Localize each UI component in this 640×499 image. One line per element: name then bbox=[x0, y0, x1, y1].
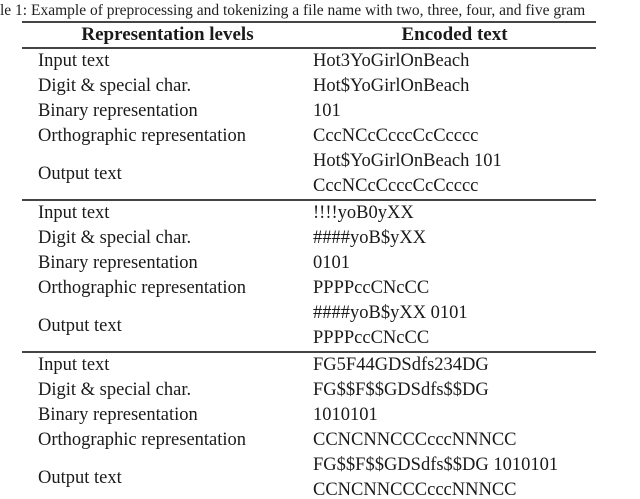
row-value: ####yoB$yXX bbox=[313, 226, 596, 251]
table-row: Digit & special char. Hot$YoGirlOnBeach bbox=[22, 74, 596, 99]
table-section-2: Input text !!!!yoB0yXX Digit & special c… bbox=[22, 201, 596, 351]
row-label: Orthographic representation bbox=[38, 278, 247, 298]
table-section-3: Input text FG5F44GDSdfs234DG Digit & spe… bbox=[22, 353, 596, 499]
table-row: Orthographic representation CCNCNNCCCccc… bbox=[22, 428, 596, 453]
row-value: 1010101 bbox=[313, 403, 596, 428]
table-header-rule bbox=[22, 47, 596, 49]
value-line: PPPPccCNcCC bbox=[313, 328, 430, 348]
table-row: Input text !!!!yoB0yXX bbox=[22, 201, 596, 226]
table-row: Orthographic representation PPPPccCNcCC bbox=[22, 276, 596, 301]
value-line: Hot3YoGirlOnBeach bbox=[313, 51, 470, 71]
value-line: Hot$YoGirlOnBeach 101 bbox=[313, 151, 502, 171]
value-line: FG$$F$$GDSdfs$$DG bbox=[313, 380, 489, 400]
row-label: Output text bbox=[38, 467, 122, 488]
row-label: Input text bbox=[38, 51, 110, 71]
table-section-1: Input text Hot3YoGirlOnBeach Digit & spe… bbox=[22, 49, 596, 199]
row-value: PPPPccCNcCC bbox=[313, 276, 596, 301]
table-row: Orthographic representation CccNCcCcccCc… bbox=[22, 124, 596, 149]
row-label: Output text bbox=[38, 163, 122, 184]
value-line: CccNCcCcccCcCcccc bbox=[313, 126, 479, 146]
table-row: Binary representation 0101 bbox=[22, 251, 596, 276]
row-label: Binary representation bbox=[38, 405, 198, 425]
row-label: Binary representation bbox=[38, 253, 198, 273]
table-row: Binary representation 1010101 bbox=[22, 403, 596, 428]
table-section-rule bbox=[22, 199, 596, 201]
table-row: Binary representation 101 bbox=[22, 99, 596, 124]
row-label: Input text bbox=[38, 203, 110, 223]
row-value: Hot3YoGirlOnBeach bbox=[313, 49, 596, 74]
value-line: CCNCNNCCCcccNNNCC bbox=[313, 430, 517, 450]
row-label: Digit & special char. bbox=[38, 228, 192, 248]
value-line: ####yoB$yXX 0101 bbox=[313, 303, 468, 323]
table-top-rule bbox=[22, 21, 596, 23]
row-label: Input text bbox=[38, 355, 110, 375]
preprocessing-table: Representation levels Encoded text Input… bbox=[22, 21, 596, 499]
row-label: Digit & special char. bbox=[38, 380, 192, 400]
row-label: Digit & special char. bbox=[38, 76, 192, 96]
table-row: Input text Hot3YoGirlOnBeach bbox=[22, 49, 596, 74]
table-row: Input text FG5F44GDSdfs234DG bbox=[22, 353, 596, 378]
value-line: 1010101 bbox=[313, 405, 378, 425]
column-header-representation-levels: Representation levels bbox=[81, 24, 254, 45]
row-value: CCNCNNCCCcccNNNCC bbox=[313, 428, 596, 453]
row-label: Orthographic representation bbox=[38, 430, 247, 450]
value-line: 101 bbox=[313, 101, 341, 121]
row-label: Binary representation bbox=[38, 101, 198, 121]
row-value: CccNCcCcccCcCcccc bbox=[313, 124, 596, 149]
table-row: Digit & special char. FG$$F$$GDSdfs$$DG bbox=[22, 378, 596, 403]
row-value: Hot$YoGirlOnBeach 101 CccNCcCcccCcCcccc bbox=[313, 149, 596, 199]
value-line: ####yoB$yXX bbox=[313, 228, 427, 248]
row-value: FG$$F$$GDSdfs$$DG 1010101 CCNCNNCCCcccNN… bbox=[313, 453, 596, 499]
column-header-encoded-text: Encoded text bbox=[401, 24, 508, 45]
value-line: 0101 bbox=[313, 253, 350, 273]
value-line: Hot$YoGirlOnBeach bbox=[313, 76, 470, 96]
row-value: 101 bbox=[313, 99, 596, 124]
value-line: PPPPccCNcCC bbox=[313, 278, 430, 298]
row-value: !!!!yoB0yXX bbox=[313, 201, 596, 226]
value-line: !!!!yoB0yXX bbox=[313, 203, 414, 223]
row-value: Hot$YoGirlOnBeach bbox=[313, 74, 596, 99]
table-caption: le 1: Example of preprocessing and token… bbox=[0, 2, 586, 19]
row-value: 0101 bbox=[313, 251, 596, 276]
row-label: Orthographic representation bbox=[38, 126, 247, 146]
table-row: Output text FG$$F$$GDSdfs$$DG 1010101 CC… bbox=[22, 453, 596, 499]
table-row: Output text Hot$YoGirlOnBeach 101 CccNCc… bbox=[22, 149, 596, 199]
table-section-rule bbox=[22, 351, 596, 353]
row-value: FG5F44GDSdfs234DG bbox=[313, 353, 596, 378]
row-value: FG$$F$$GDSdfs$$DG bbox=[313, 378, 596, 403]
row-label: Output text bbox=[38, 315, 122, 336]
row-value: ####yoB$yXX 0101 PPPPccCNcCC bbox=[313, 301, 596, 351]
table-row: Digit & special char. ####yoB$yXX bbox=[22, 226, 596, 251]
table-row: Output text ####yoB$yXX 0101 PPPPccCNcCC bbox=[22, 301, 596, 351]
value-line: FG5F44GDSdfs234DG bbox=[313, 355, 489, 375]
table-header-row: Representation levels Encoded text bbox=[22, 23, 596, 47]
value-line: CCNCNNCCCcccNNNCC bbox=[313, 480, 517, 499]
value-line: FG$$F$$GDSdfs$$DG 1010101 bbox=[313, 455, 559, 475]
value-line: CccNCcCcccCcCcccc bbox=[313, 176, 479, 196]
